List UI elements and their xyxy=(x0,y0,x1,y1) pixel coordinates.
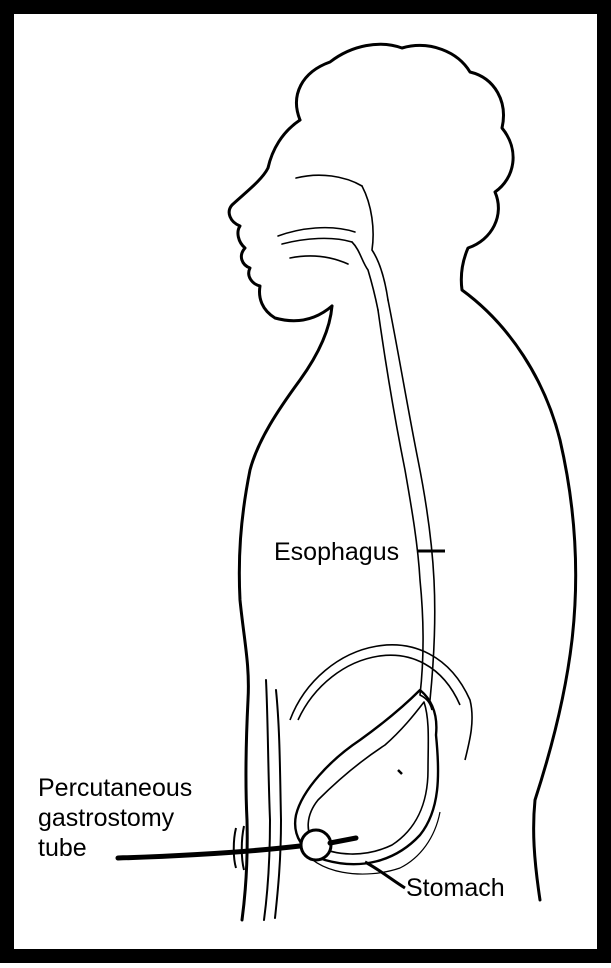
esophagus-label: Esophagus xyxy=(274,538,399,566)
abdomen-inner-line xyxy=(264,680,270,920)
esophagus-structure xyxy=(278,175,435,700)
abdomen-inner-line-2 xyxy=(275,690,281,918)
stomach-label: Stomach xyxy=(406,874,505,902)
tube-label-line-1: Percutaneous xyxy=(38,774,192,802)
tongue-line xyxy=(290,256,348,264)
tube-inner-segment xyxy=(330,838,356,843)
stomach-leader xyxy=(365,862,405,888)
diaphragm-arc-inner xyxy=(298,655,460,720)
body-outline xyxy=(229,44,600,920)
tube-line xyxy=(118,846,300,858)
tube-bumper xyxy=(301,830,331,860)
nasal-passage-line xyxy=(296,175,362,186)
oral-cavity-line xyxy=(278,228,355,236)
tube-external-bumper xyxy=(234,828,236,868)
leader-lines xyxy=(365,551,445,888)
stomach-inner-wall xyxy=(308,702,428,854)
esophagus-wall-right xyxy=(388,300,435,700)
oral-cavity-line-2 xyxy=(282,238,352,244)
gastrostomy-tube xyxy=(118,826,356,870)
hair-and-back-outline xyxy=(297,44,576,900)
tube-external-bumper-2 xyxy=(242,826,244,870)
face-profile-outline xyxy=(229,120,332,321)
pharynx-outer xyxy=(362,186,388,300)
tube-label-line-2: gastrostomy xyxy=(38,804,175,832)
tube-label-line-3: tube xyxy=(38,834,87,862)
torso-front-outline xyxy=(239,306,332,920)
